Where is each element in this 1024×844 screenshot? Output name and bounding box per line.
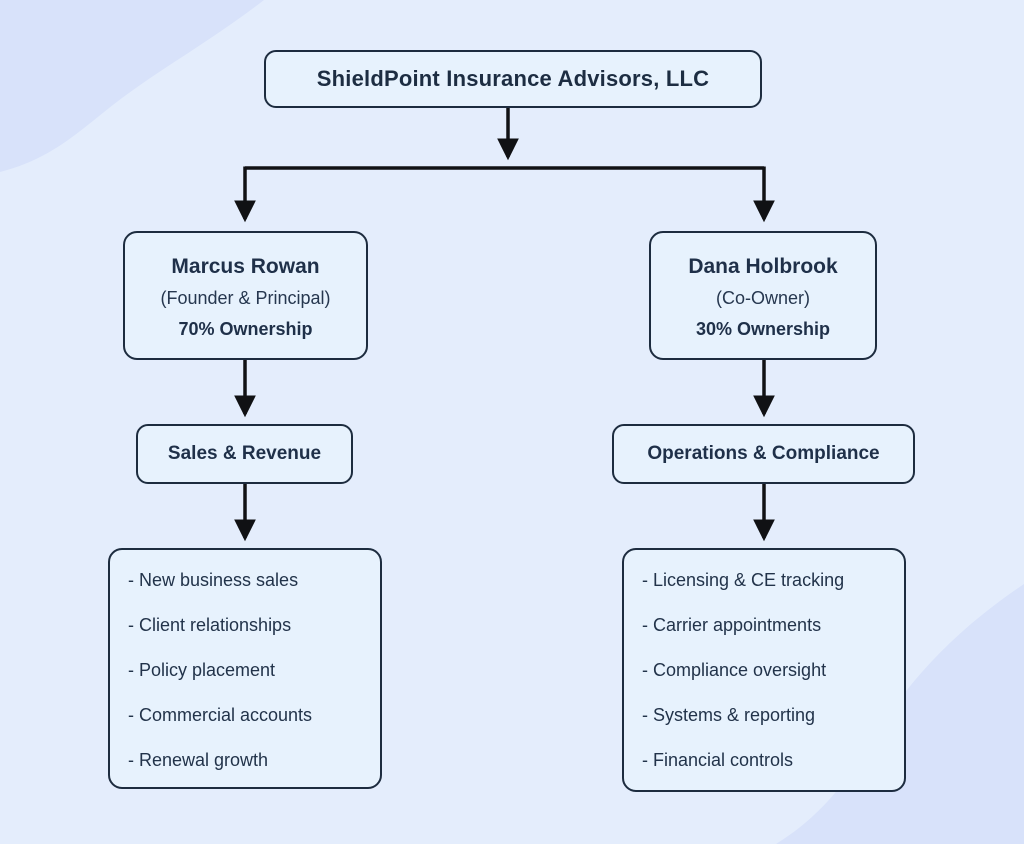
list-item: - Policy placement [128, 660, 276, 680]
list-item: - Financial controls [642, 750, 794, 770]
department-label: Sales & Revenue [167, 443, 322, 464]
owner-role: (Co-Owner) [715, 287, 810, 308]
owner-ownership: 70% Ownership [178, 318, 313, 339]
owner-name: Marcus Rowan [171, 254, 320, 278]
owner-name: Dana Holbrook [688, 254, 838, 278]
department-box-operations: Operations & Compliance [612, 424, 915, 484]
list-item: - Compliance oversight [642, 660, 827, 680]
company-box: ShieldPoint Insurance Advisors, LLC [264, 50, 762, 108]
duties-box-operations: - Licensing & CE tracking - Carrier appo… [622, 548, 906, 792]
department-label: Operations & Compliance [647, 443, 880, 464]
list-item: - Commercial accounts [128, 705, 313, 725]
owner-role: (Founder & Principal) [160, 287, 331, 308]
duties-box-sales: - New business sales - Client relationsh… [108, 548, 382, 789]
list-item: - Systems & reporting [642, 705, 816, 725]
owner-box-dana: Dana Holbrook (Co-Owner) 30% Ownership [649, 231, 877, 360]
company-name: ShieldPoint Insurance Advisors, LLC [316, 66, 710, 91]
list-item: - Renewal growth [128, 750, 269, 770]
list-item: - Licensing & CE tracking [642, 570, 845, 590]
list-item: - Carrier appointments [642, 615, 822, 635]
list-item: - New business sales [128, 570, 299, 590]
list-item: - Client relationships [128, 615, 292, 635]
department-box-sales: Sales & Revenue [136, 424, 353, 484]
owner-ownership: 30% Ownership [695, 318, 831, 339]
background-blob-top-left [0, 0, 264, 172]
owner-box-marcus: Marcus Rowan (Founder & Principal) 70% O… [123, 231, 368, 360]
